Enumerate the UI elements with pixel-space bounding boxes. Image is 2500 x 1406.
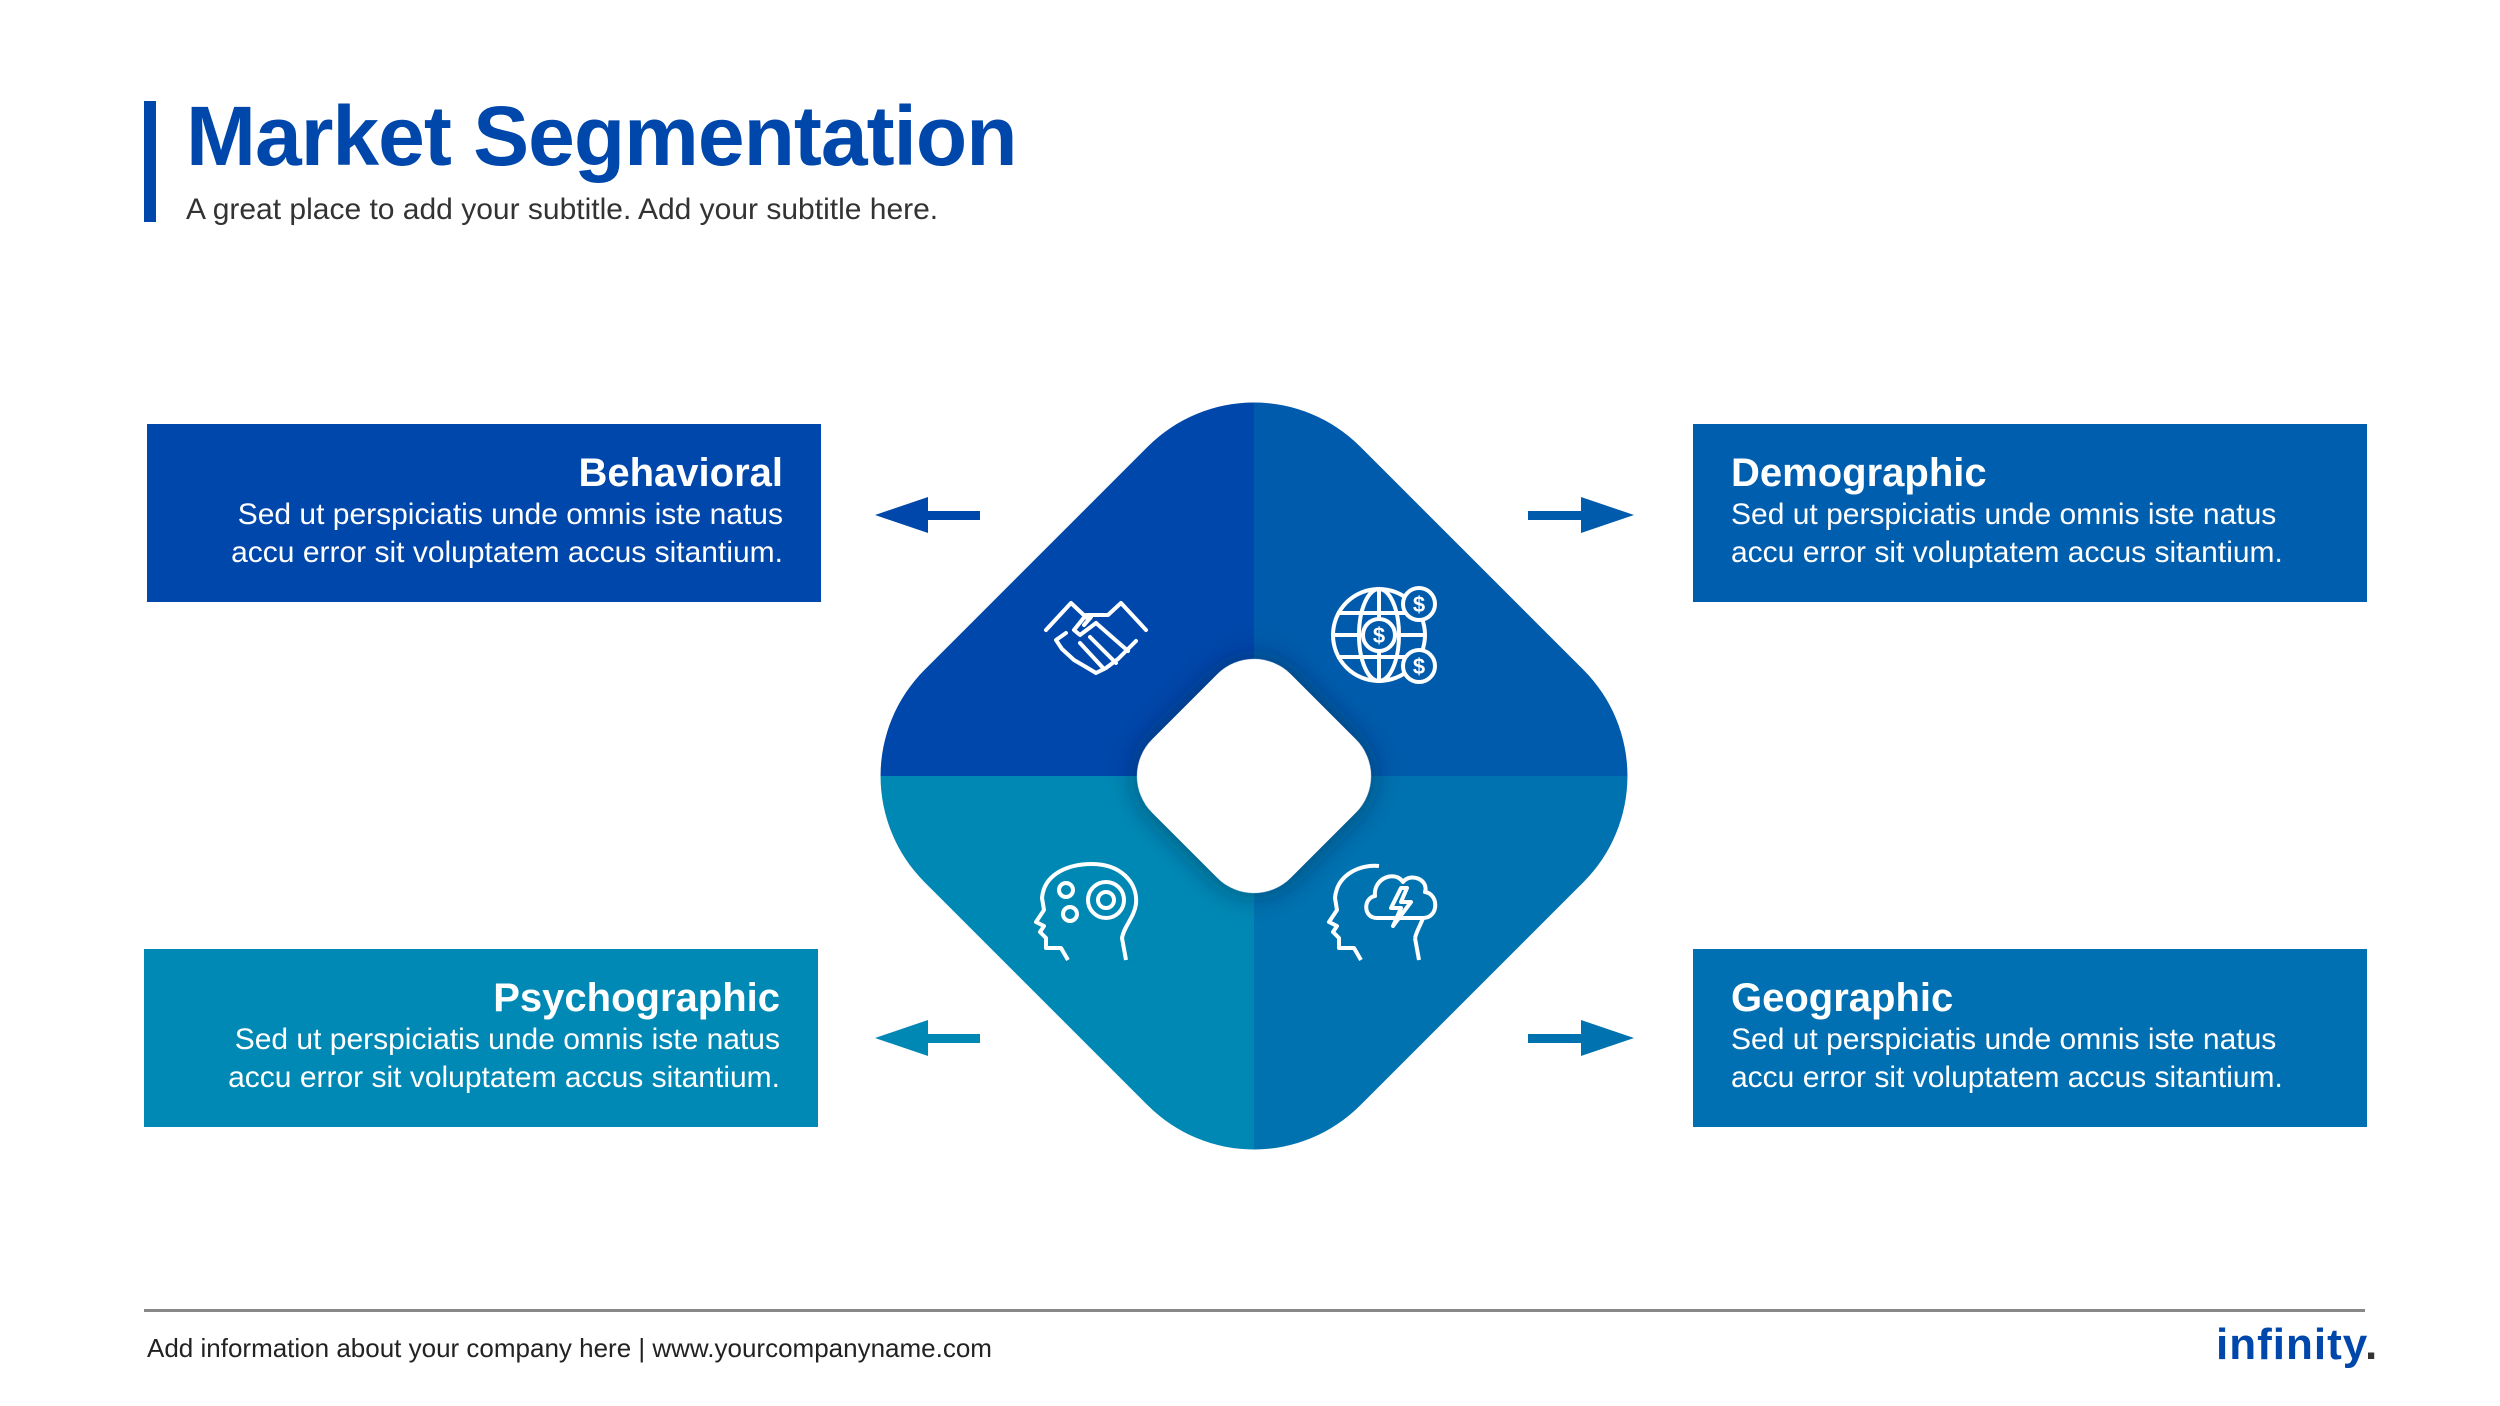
segment-text: accu error sit voluptatem accus sitantiu… [231, 536, 783, 569]
segment-title: Demographic [1731, 451, 1987, 495]
page-subtitle: A great place to add your subtitle. Add … [186, 193, 939, 226]
footer-company-info: Add information about your company here … [147, 1333, 992, 1363]
segment-card-psychographic: Psychographic Sed ut perspiciatis unde o… [144, 949, 818, 1127]
segment-text: accu error sit voluptatem accus sitantiu… [1731, 1061, 2283, 1094]
arrow-left-behavioral [875, 497, 980, 533]
segment-title: Psychographic [493, 976, 780, 1020]
segment-title: Geographic [1731, 976, 1954, 1020]
company-logo: infinity. [2216, 1320, 2378, 1370]
footer-divider [144, 1309, 2365, 1312]
segment-card-behavioral: Behavioral Sed ut perspiciatis unde omni… [147, 424, 821, 602]
page-title: Market Segmentation [186, 89, 1018, 183]
logo-dot: . [2364, 1320, 2379, 1369]
segment-text: accu error sit voluptatem accus sitantiu… [1731, 536, 2283, 569]
arrow-right-demographic [1528, 497, 1634, 533]
arrow-right-geographic [1528, 1020, 1634, 1056]
svg-text:$: $ [1413, 654, 1425, 679]
globe-dollar-icon: $ $ $ [1331, 586, 1437, 684]
handshake-icon [1044, 601, 1148, 675]
segment-card-geographic: Geographic Sed ut perspiciatis unde omni… [1693, 949, 2367, 1127]
segment-text: Sed ut perspiciatis unde omnis iste natu… [1731, 1023, 2277, 1056]
segment-card-demographic: Demographic Sed ut perspiciatis unde omn… [1693, 424, 2367, 602]
head-gears-icon [1034, 862, 1139, 962]
arrow-left-psychographic [875, 1020, 980, 1056]
svg-text:$: $ [1373, 623, 1385, 648]
svg-text:$: $ [1413, 592, 1425, 617]
center-hole [1136, 658, 1372, 894]
segment-text: Sed ut perspiciatis unde omnis iste natu… [1731, 498, 2277, 531]
head-storm-icon [1327, 863, 1438, 962]
segment-text: accu error sit voluptatem accus sitantiu… [228, 1061, 780, 1094]
segment-text: Sed ut perspiciatis unde omnis iste natu… [234, 1023, 780, 1056]
title-accent-bar [144, 101, 156, 222]
logo-text: infinity [2216, 1320, 2365, 1369]
segment-text: Sed ut perspiciatis unde omnis iste natu… [237, 498, 783, 531]
segment-title: Behavioral [578, 451, 783, 495]
